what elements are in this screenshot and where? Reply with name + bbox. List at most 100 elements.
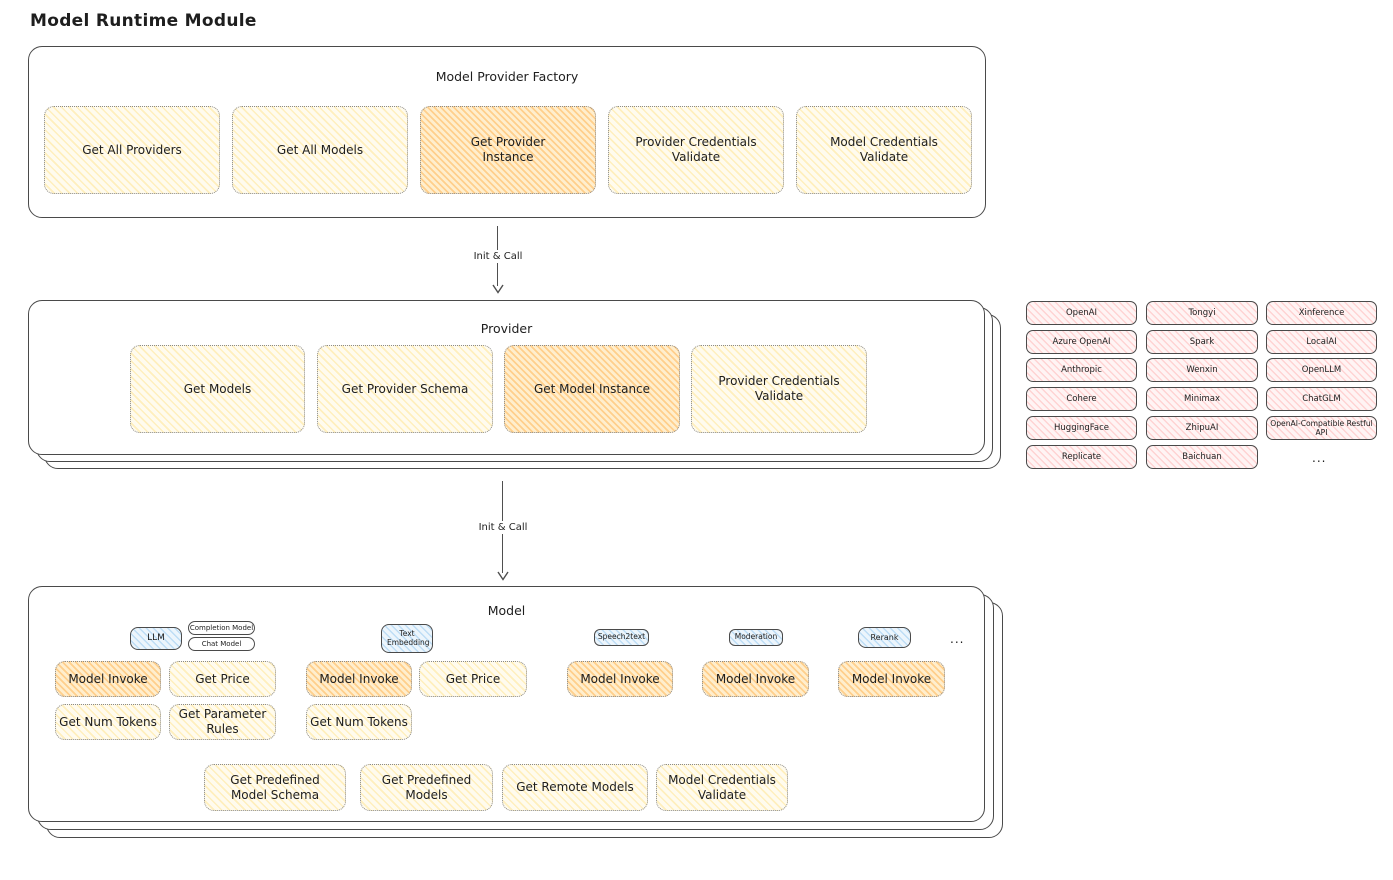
model-model-credentials-validate-label: Model Credentials Validate (668, 772, 776, 802)
text-embedding-model-invoke-label: Model Invoke (319, 671, 399, 686)
text-embedding-get-price: Get Price (419, 661, 527, 697)
moderation-model-invoke-label: Model Invoke (715, 671, 796, 686)
rerank-model-invoke-label: Model Invoke (851, 671, 932, 686)
provider-cell-localai-label: LocalAI (1306, 337, 1337, 347)
llm-get-parameter-rules-label: Get Parameter Rules (178, 707, 267, 736)
model-title: Model (487, 603, 526, 618)
tag-chat-model-label: Chat Model (201, 640, 242, 648)
text-embedding-get-num-tokens-label: Get Num Tokens (310, 714, 408, 729)
provider-cell-azure-openai-label: Azure OpenAI (1052, 337, 1111, 347)
provider-cell-cohere-label: Cohere (1066, 394, 1097, 404)
factory-get-provider-instance: Get Provider Instance (420, 106, 596, 194)
arrow-head-1-icon (492, 284, 504, 294)
factory-get-all-models: Get All Models (232, 106, 408, 194)
provider-cell-openai: OpenAI (1026, 301, 1137, 325)
provider-cell-huggingface: HuggingFace (1026, 416, 1137, 440)
provider-cell-baichuan-label: Baichuan (1182, 452, 1222, 462)
provider-cell-xinference-label: Xinference (1298, 308, 1345, 318)
provider-cell-openllm-label: OpenLLM (1301, 365, 1342, 375)
model-get-remote-models: Get Remote Models (502, 764, 648, 811)
provider-cell-openai-compatible: OpenAI-Compatible Restful API (1266, 416, 1377, 440)
provider-cell-wenxin-label: Wenxin (1186, 365, 1218, 375)
provider-get-provider-schema-label: Get Provider Schema (341, 381, 469, 396)
provider-cell-replicate-label: Replicate (1061, 452, 1102, 462)
provider-list-ellipsis: ... (1312, 451, 1327, 465)
provider-get-models: Get Models (130, 345, 305, 433)
provider-cell-spark-label: Spark (1189, 337, 1215, 347)
factory-model-credentials-validate: Model Credentials Validate (796, 106, 972, 194)
factory-get-all-models-label: Get All Models (276, 142, 364, 157)
tag-moderation-label: Moderation (734, 632, 778, 642)
provider-cell-openai-label: OpenAI (1065, 308, 1098, 318)
factory-get-all-providers: Get All Providers (44, 106, 220, 194)
llm-get-price: Get Price (169, 661, 276, 697)
provider-cell-openllm: OpenLLM (1266, 358, 1377, 382)
provider-provider-credentials-validate-label: Provider Credentials Validate (718, 374, 840, 403)
llm-get-parameter-rules: Get Parameter Rules (169, 704, 276, 740)
tag-chat-model: Chat Model (188, 637, 255, 651)
llm-model-invoke: Model Invoke (55, 661, 161, 697)
llm-get-num-tokens: Get Num Tokens (55, 704, 161, 740)
provider-cell-replicate: Replicate (1026, 445, 1137, 469)
tag-speech2text-label: Speech2text (597, 632, 646, 642)
provider-get-model-instance: Get Model Instance (504, 345, 680, 433)
provider-cell-azure-openai: Azure OpenAI (1026, 330, 1137, 354)
model-get-predefined-models: Get Predefined Models (360, 764, 493, 811)
provider-cell-huggingface-label: HuggingFace (1054, 423, 1109, 433)
provider-cell-xinference: Xinference (1266, 301, 1377, 325)
provider-provider-credentials-validate: Provider Credentials Validate (691, 345, 867, 433)
factory-get-provider-instance-label: Get Provider Instance (470, 135, 546, 164)
provider-cell-tongyi: Tongyi (1146, 301, 1258, 325)
tag-completion-model: Completion Model (188, 621, 255, 635)
factory-model-credentials-validate-label: Model Credentials Validate (830, 135, 938, 164)
provider-cell-anthropic: Anthropic (1026, 358, 1137, 382)
provider-title: Provider (480, 321, 533, 336)
model-model-credentials-validate: Model Credentials Validate (656, 764, 788, 811)
llm-get-num-tokens-label: Get Num Tokens (59, 714, 157, 729)
provider-cell-chatglm: ChatGLM (1266, 387, 1377, 411)
tag-text-embedding: Text Embedding (381, 624, 433, 653)
arrow-1-label: Init & Call (469, 250, 527, 263)
llm-get-price-label: Get Price (195, 671, 250, 686)
provider-get-provider-schema: Get Provider Schema (317, 345, 493, 433)
tag-llm-label: LLM (147, 633, 165, 644)
provider-cell-zhipuai-label: ZhipuAI (1185, 423, 1219, 433)
tag-rerank: Rerank (858, 627, 911, 648)
provider-get-model-instance-label: Get Model Instance (533, 381, 651, 396)
factory-get-all-providers-label: Get All Providers (82, 142, 182, 157)
tag-moderation: Moderation (729, 629, 783, 646)
provider-cell-anthropic-label: Anthropic (1061, 365, 1102, 375)
rerank-model-invoke: Model Invoke (838, 661, 945, 697)
model-get-predefined-models-label: Get Predefined Models (381, 772, 472, 802)
provider-cell-minimax: Minimax (1146, 387, 1258, 411)
arrow-2-label: Init & Call (474, 521, 532, 534)
provider-cell-spark: Spark (1146, 330, 1258, 354)
tag-rerank-label: Rerank (870, 632, 899, 642)
provider-cell-zhipuai: ZhipuAI (1146, 416, 1258, 440)
provider-cell-minimax-label: Minimax (1184, 394, 1220, 404)
model-tags-ellipsis: ... (950, 632, 965, 646)
provider-cell-wenxin: Wenxin (1146, 358, 1258, 382)
moderation-model-invoke: Model Invoke (702, 661, 809, 697)
speech2text-model-invoke: Model Invoke (567, 661, 673, 697)
provider-get-models-label: Get Models (183, 381, 252, 396)
factory-title: Model Provider Factory (435, 69, 579, 84)
text-embedding-get-price-label: Get Price (445, 671, 501, 686)
provider-cell-openai-compatible-label: OpenAI-Compatible Restful API (1270, 419, 1373, 437)
model-get-remote-models-label: Get Remote Models (516, 780, 634, 794)
provider-cell-cohere: Cohere (1026, 387, 1137, 411)
tag-speech2text: Speech2text (594, 629, 649, 646)
arrow-head-2-icon (497, 571, 509, 581)
factory-provider-credentials-validate-label: Provider Credentials Validate (635, 135, 757, 164)
llm-model-invoke-label: Model Invoke (68, 671, 148, 686)
tag-llm: LLM (130, 627, 182, 650)
text-embedding-model-invoke: Model Invoke (306, 661, 412, 697)
page-title: Model Runtime Module (30, 11, 257, 31)
provider-cell-chatglm-label: ChatGLM (1302, 394, 1341, 404)
provider-cell-tongyi-label: Tongyi (1188, 308, 1216, 318)
provider-cell-baichuan: Baichuan (1146, 445, 1258, 469)
tag-completion-model-label: Completion Model (189, 624, 254, 632)
factory-provider-credentials-validate: Provider Credentials Validate (608, 106, 784, 194)
provider-cell-localai: LocalAI (1266, 330, 1377, 354)
